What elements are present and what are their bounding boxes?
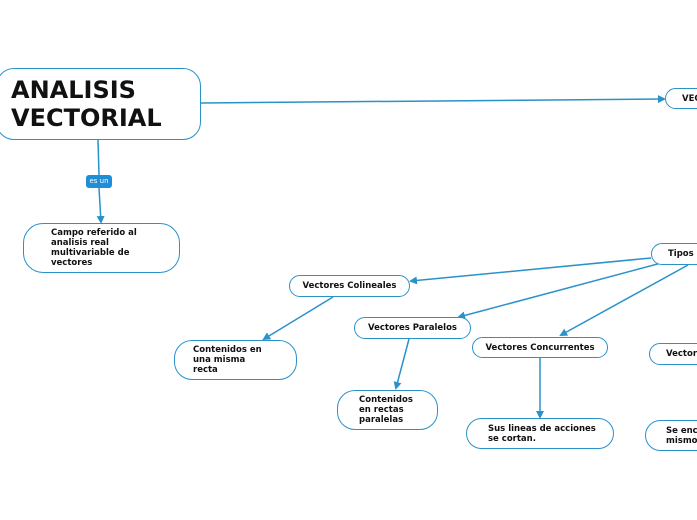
node-concurrentes-desc[interactable]: Sus lineas de acciones se cortan. (466, 418, 614, 449)
node-tipos[interactable]: Tipos d (651, 243, 697, 265)
node-vectores-colineales[interactable]: Vectores Colineales (289, 275, 410, 297)
node-vec[interactable]: VEC (665, 88, 697, 109)
edge-tipos-to-paralelos (457, 261, 666, 320)
node-paralelos-desc[interactable]: Contenidos en rectas paralelas (337, 390, 438, 430)
edge-paralelos-to-desc (393, 338, 410, 390)
node-vectores-concurrentes[interactable]: Vectores Concurrentes (472, 337, 608, 358)
node-right-desc[interactable]: Se encu mismo (645, 420, 697, 451)
node-vectores-right[interactable]: Vectore (649, 343, 697, 365)
root-node[interactable]: ANALISIS VECTORIAL (0, 68, 201, 140)
edge-colineales-to-desc (262, 296, 334, 341)
edge-label-es-un: es un (86, 175, 112, 188)
edge-root-to-vec (200, 95, 666, 104)
edge-root-to-tag (97, 139, 100, 176)
edge-tipos-to-colineales (409, 257, 652, 285)
node-definition[interactable]: Campo referido al analisis real multivar… (23, 223, 180, 273)
node-vectores-paralelos[interactable]: Vectores Paralelos (354, 317, 471, 339)
edge-tipos-to-concurrentes (559, 264, 689, 336)
node-colineales-desc[interactable]: Contenidos en una misma recta (174, 340, 297, 380)
edge-tag-to-definition (96, 187, 105, 224)
